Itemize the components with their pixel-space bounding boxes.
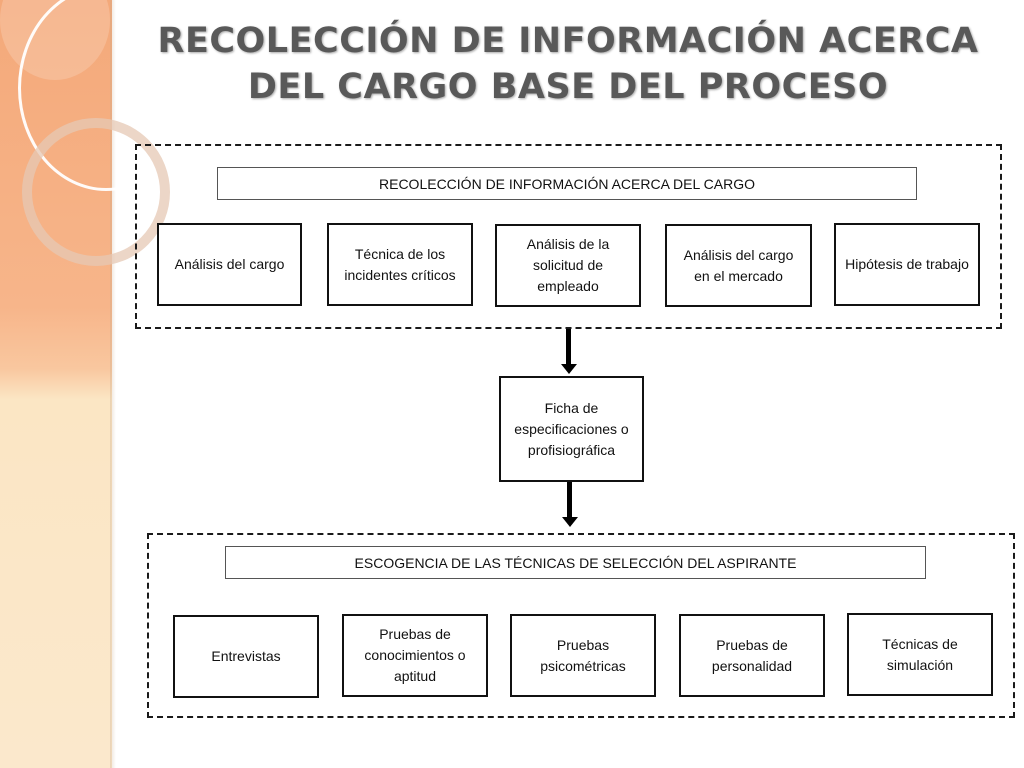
box-entrevistas: Entrevistas bbox=[173, 615, 319, 698]
info-collection-header: RECOLECCIÓN DE INFORMACIÓN ACERCA DEL CA… bbox=[217, 167, 917, 200]
box-hipotesis-trabajo: Hipótesis de trabajo bbox=[834, 223, 980, 306]
box-solicitud-empleado: Análisis de la solicitud de empleado bbox=[495, 224, 641, 307]
box-pruebas-personalidad: Pruebas de personalidad bbox=[679, 614, 825, 697]
arrow-down-1-icon bbox=[561, 364, 577, 374]
box-pruebas-psicometricas: Pruebas psicométricas bbox=[510, 614, 656, 697]
selection-techniques-group bbox=[147, 533, 1015, 718]
arrow-down-2-shaft bbox=[567, 482, 572, 518]
selection-techniques-header: ESCOGENCIA DE LAS TÉCNICAS DE SELECCIÓN … bbox=[225, 546, 926, 579]
side-band-shadow bbox=[110, 0, 116, 768]
box-incidentes-criticos: Técnica de los incidentes críticos bbox=[327, 223, 473, 306]
info-collection-group bbox=[135, 144, 1002, 329]
decorative-ring-small bbox=[22, 118, 170, 266]
arrow-down-1-shaft bbox=[566, 329, 571, 365]
box-pruebas-conocimientos: Pruebas de conocimientos o aptitud bbox=[342, 614, 488, 697]
box-analisis-cargo: Análisis del cargo bbox=[157, 223, 302, 306]
slide-title: RECOLECCIÓN DE INFORMACIÓN ACERCA DEL CA… bbox=[157, 21, 979, 107]
box-ficha-especificaciones: Ficha de especificaciones o profisiográf… bbox=[499, 376, 644, 482]
arrow-down-2-icon bbox=[562, 517, 578, 527]
box-tecnicas-simulacion: Técnicas de simulación bbox=[847, 613, 993, 696]
box-cargo-mercado: Análisis del cargo en el mercado bbox=[665, 224, 812, 307]
